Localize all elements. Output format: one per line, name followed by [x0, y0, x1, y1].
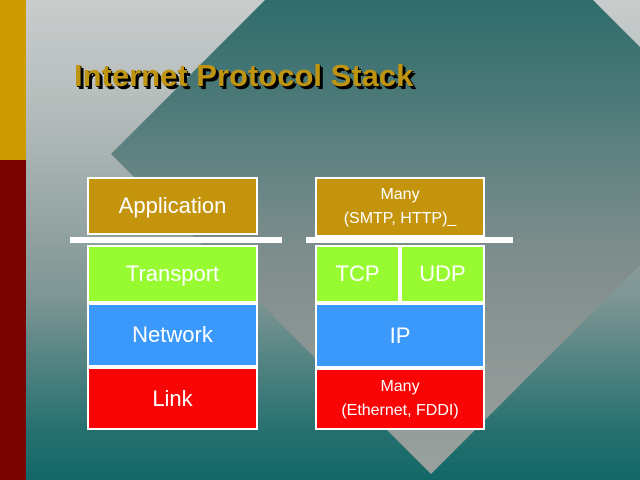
layer-box-network: Network — [87, 303, 258, 367]
protocol-box-application-examples: Many (SMTP, HTTP)_ — [315, 177, 485, 237]
slide-title: Internet Protocol Stack — [74, 58, 414, 93]
layer-label-network: Network — [132, 322, 213, 347]
protocol-label-tcp: TCP — [335, 261, 380, 286]
protocol-box-tcp: TCP — [315, 245, 400, 303]
layer-label-link: Link — [152, 385, 193, 411]
accent-bar-maroon — [0, 160, 26, 480]
protocol-label-udp: UDP — [419, 261, 466, 286]
protocol-label-ethernet-fddi: (Ethernet, FDDI) — [341, 402, 459, 419]
accent-bar-gold — [0, 0, 26, 160]
protocol-box-ip: IP — [315, 303, 485, 368]
layer-label-application: Application — [118, 193, 227, 218]
layer-label-transport: Transport — [125, 261, 220, 286]
protocol-label-smtp-http: (SMTP, HTTP)_ — [343, 210, 457, 227]
divider-line-left — [70, 237, 282, 243]
layer-box-transport: Transport — [87, 245, 258, 303]
protocol-label-ip: IP — [389, 322, 411, 348]
layer-box-link: Link — [87, 367, 258, 430]
protocol-box-link-examples: Many (Ethernet, FDDI) — [315, 368, 485, 430]
protocol-label-many-bottom: Many — [380, 378, 420, 395]
divider-line-right — [306, 237, 513, 243]
protocol-label-many: Many — [380, 186, 420, 203]
protocol-box-udp: UDP — [400, 245, 485, 303]
layer-box-application: Application — [87, 177, 258, 235]
